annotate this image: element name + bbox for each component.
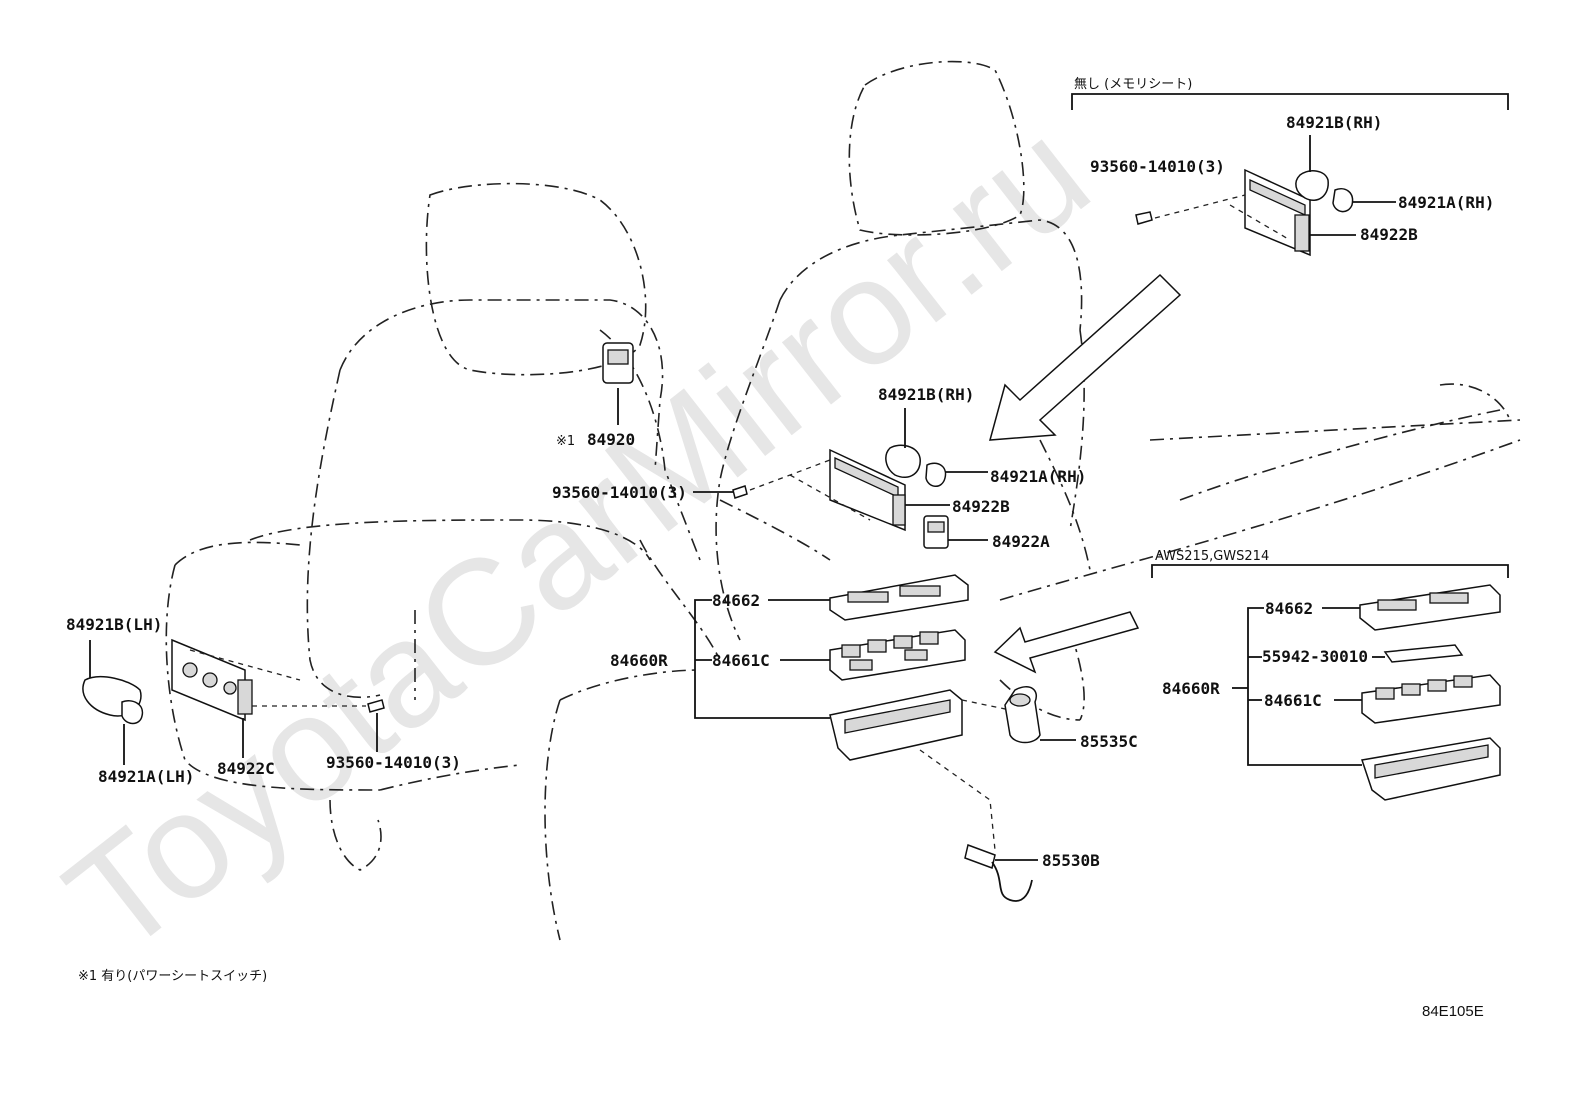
label-84921a-lh: 84921A(LH) xyxy=(98,767,194,786)
label-84922b-top: 84922B xyxy=(1360,225,1418,244)
label-84660r-alt: 84660R xyxy=(1162,679,1220,698)
alt-84662-panel xyxy=(1359,584,1501,631)
figure-id: 84E105E xyxy=(1422,1003,1484,1020)
footnote: ※1 有り(パワーシートスイッチ) xyxy=(78,969,267,984)
label-55942: 55942-30010 xyxy=(1262,647,1368,666)
label-84921a-rh: 84921A(RH) xyxy=(990,467,1086,486)
group-header-models: AWS215,GWS214 xyxy=(1155,549,1269,564)
watermark: ToyotaCarMirror.ru xyxy=(36,88,1118,985)
label-84662: 84662 xyxy=(712,591,760,610)
part-85535c-socket xyxy=(1004,686,1076,744)
part-84660r-tray xyxy=(829,689,963,761)
part-84661c-block xyxy=(829,629,966,681)
label-84920: 84920 xyxy=(587,430,635,449)
label-84661c: 84661C xyxy=(712,651,770,670)
alt-55942-gasket xyxy=(1383,644,1464,663)
label-85535c: 85535C xyxy=(1080,732,1138,751)
label-84922b: 84922B xyxy=(952,497,1010,516)
part-85530b-socket xyxy=(964,844,1038,902)
label-85530b: 85530B xyxy=(1042,851,1100,870)
label-84662-alt: 84662 xyxy=(1265,599,1313,618)
group-header-no-memory-seat: 無し (メモリシート) xyxy=(1074,77,1192,92)
label-84920-mark: ※1 xyxy=(556,434,575,449)
alt-84661c-block xyxy=(1361,674,1501,724)
part-84662-panel xyxy=(829,574,969,621)
alt-84660r-tray xyxy=(1361,737,1501,801)
label-84922a: 84922A xyxy=(992,532,1050,551)
label-84661c-alt: 84661C xyxy=(1264,691,1322,710)
label-84921a-rh-top: 84921A(RH) xyxy=(1398,193,1494,212)
label-screw-lh: 93560-14010(3) xyxy=(326,753,461,772)
label-84921b-rh-top: 84921B(RH) xyxy=(1286,113,1382,132)
label-84660r: 84660R xyxy=(610,651,668,670)
label-84921b-lh: 84921B(LH) xyxy=(66,615,162,634)
part-84920-switch xyxy=(602,342,634,425)
label-84922c: 84922C xyxy=(217,759,275,778)
arrow-icon-top xyxy=(988,273,1182,441)
label-screw-top: 93560-14010(3) xyxy=(1090,157,1225,176)
label-84921b-rh: 84921B(RH) xyxy=(878,385,974,404)
arrow-icon-lower xyxy=(993,611,1140,674)
left-seat-outline xyxy=(165,182,721,871)
part-84922b-assembly xyxy=(732,444,949,549)
label-screw-mid: 93560-14010(3) xyxy=(552,483,687,502)
part-84922c-assembly xyxy=(82,638,385,725)
part-84922b-top-assembly xyxy=(1135,168,1354,257)
